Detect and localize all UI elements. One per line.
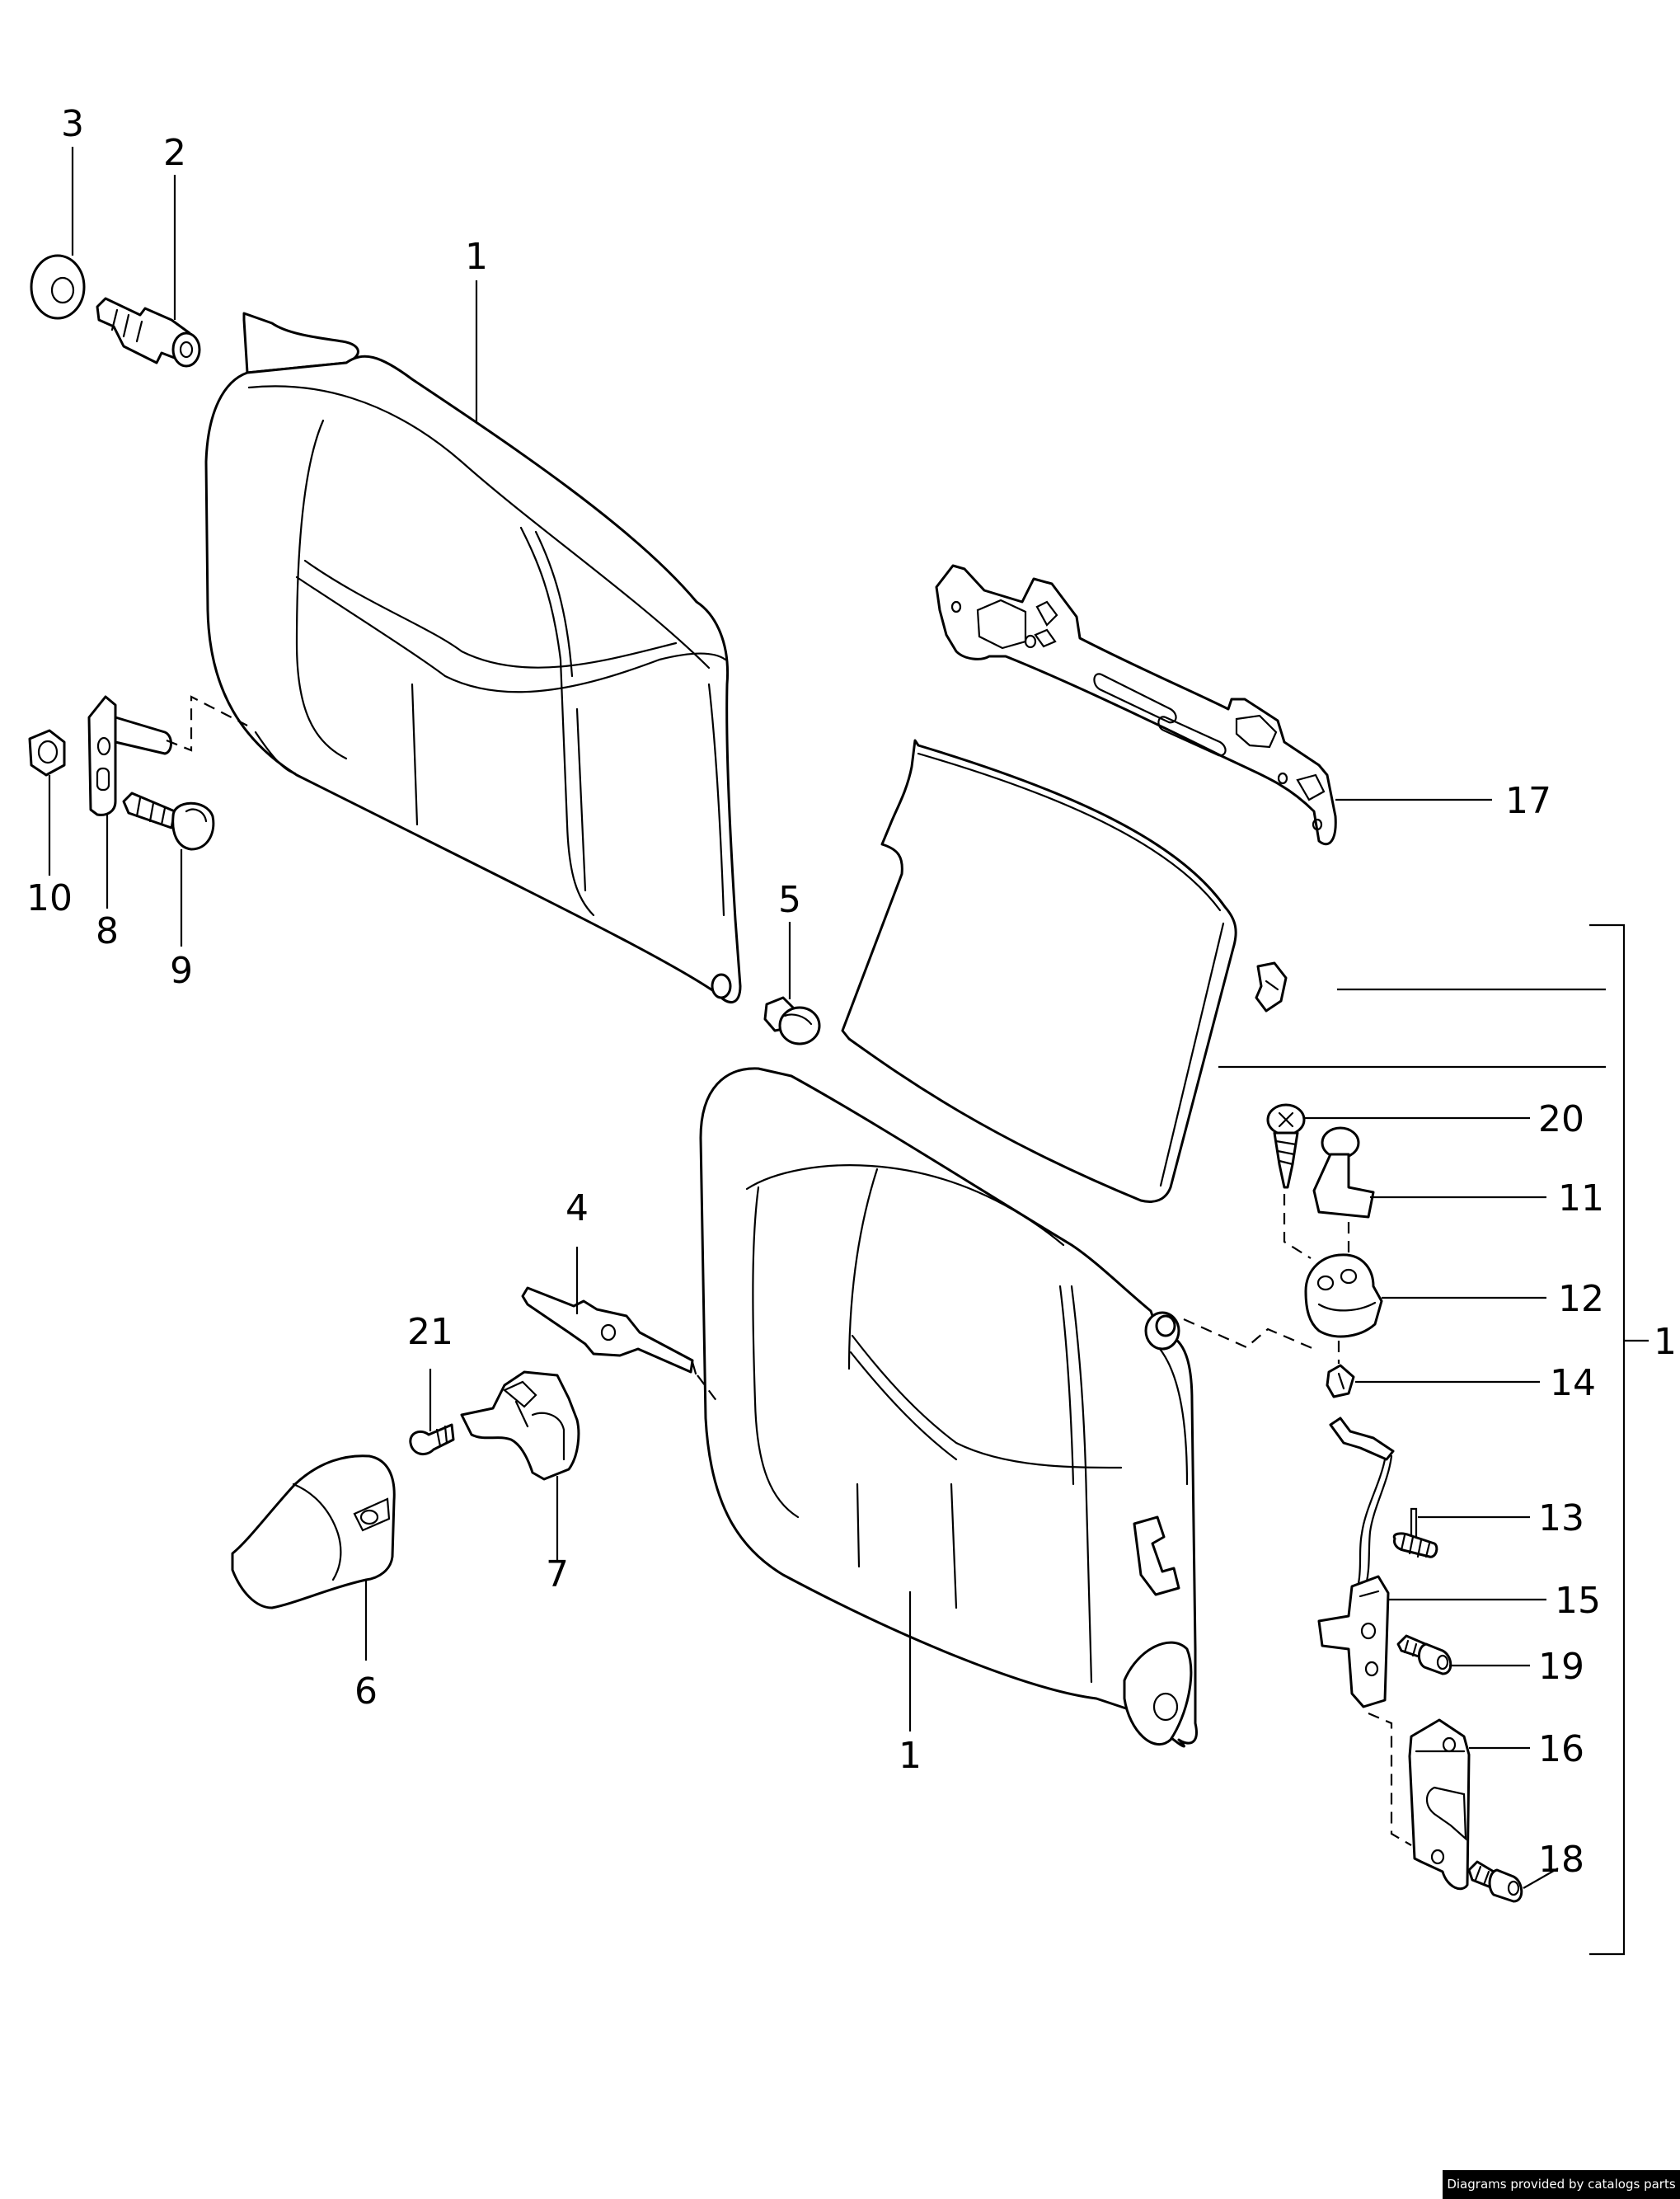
part-1-lower-backrest bbox=[699, 1067, 1198, 1748]
part-7-guide-bracket bbox=[460, 1370, 580, 1481]
callout-13: 13 bbox=[1538, 1497, 1584, 1539]
callout-16: 16 bbox=[1538, 1728, 1584, 1770]
part-1-upper-backrest bbox=[204, 312, 742, 1003]
callout-19: 19 bbox=[1538, 1646, 1584, 1688]
callout-17: 17 bbox=[1505, 780, 1551, 822]
part-2-bolt bbox=[96, 297, 201, 368]
callout-11: 11 bbox=[1558, 1177, 1604, 1219]
part-9-bolt bbox=[122, 792, 215, 851]
part-21-screw bbox=[409, 1423, 455, 1456]
part-20-screw bbox=[1266, 1103, 1306, 1189]
leader-lines bbox=[48, 147, 1649, 1956]
credit-badge: Diagrams provided by catalogs parts bbox=[1443, 2170, 1680, 2199]
dashed-guide-4-to-backrest bbox=[697, 1374, 718, 1403]
callout-9: 9 bbox=[170, 950, 193, 992]
part-19-bolt bbox=[1396, 1634, 1452, 1675]
part-4-rod bbox=[521, 1286, 697, 1375]
callout-1-upper: 1 bbox=[465, 236, 488, 278]
part-3-washer bbox=[30, 254, 86, 320]
callout-2: 2 bbox=[163, 132, 186, 174]
callout-1-group: 1 bbox=[1654, 1321, 1677, 1363]
part-10-nut bbox=[28, 729, 66, 777]
part-6-cover bbox=[231, 1454, 396, 1609]
callout-1-lower: 1 bbox=[899, 1735, 922, 1777]
part-15-latch bbox=[1317, 1417, 1395, 1708]
callout-6: 6 bbox=[354, 1670, 378, 1713]
dashed-guide-20-to-12 bbox=[1283, 1194, 1312, 1259]
small-clip bbox=[1255, 961, 1288, 1013]
callout-20: 20 bbox=[1538, 1098, 1584, 1140]
callout-7: 7 bbox=[546, 1553, 569, 1595]
dashed-guide-15-to-16 bbox=[1368, 1712, 1412, 1846]
dashed-guide-knob-to-12 bbox=[1183, 1318, 1315, 1351]
callout-15: 15 bbox=[1555, 1580, 1601, 1622]
part-18-bolt bbox=[1467, 1860, 1523, 1903]
part-17-frame-bracket bbox=[935, 564, 1337, 846]
part-12-hinge-piece bbox=[1304, 1253, 1383, 1338]
part-16-striker-plate bbox=[1408, 1718, 1471, 1891]
callout-8: 8 bbox=[96, 910, 119, 952]
callout-21: 21 bbox=[407, 1311, 453, 1353]
callout-12: 12 bbox=[1558, 1278, 1604, 1320]
callout-5: 5 bbox=[778, 879, 801, 921]
callout-4: 4 bbox=[565, 1187, 589, 1229]
callout-14: 14 bbox=[1550, 1362, 1596, 1404]
back-panel bbox=[841, 739, 1237, 1203]
part-13-pin bbox=[1392, 1507, 1438, 1558]
callout-18: 18 bbox=[1538, 1839, 1584, 1881]
part-11-clip-tab bbox=[1312, 1126, 1375, 1219]
part-5-plug bbox=[763, 996, 821, 1045]
part-14-small-clip bbox=[1326, 1364, 1355, 1398]
callout-10: 10 bbox=[26, 877, 73, 919]
callout-3: 3 bbox=[61, 103, 84, 145]
part-8-bracket-plate bbox=[87, 695, 172, 816]
